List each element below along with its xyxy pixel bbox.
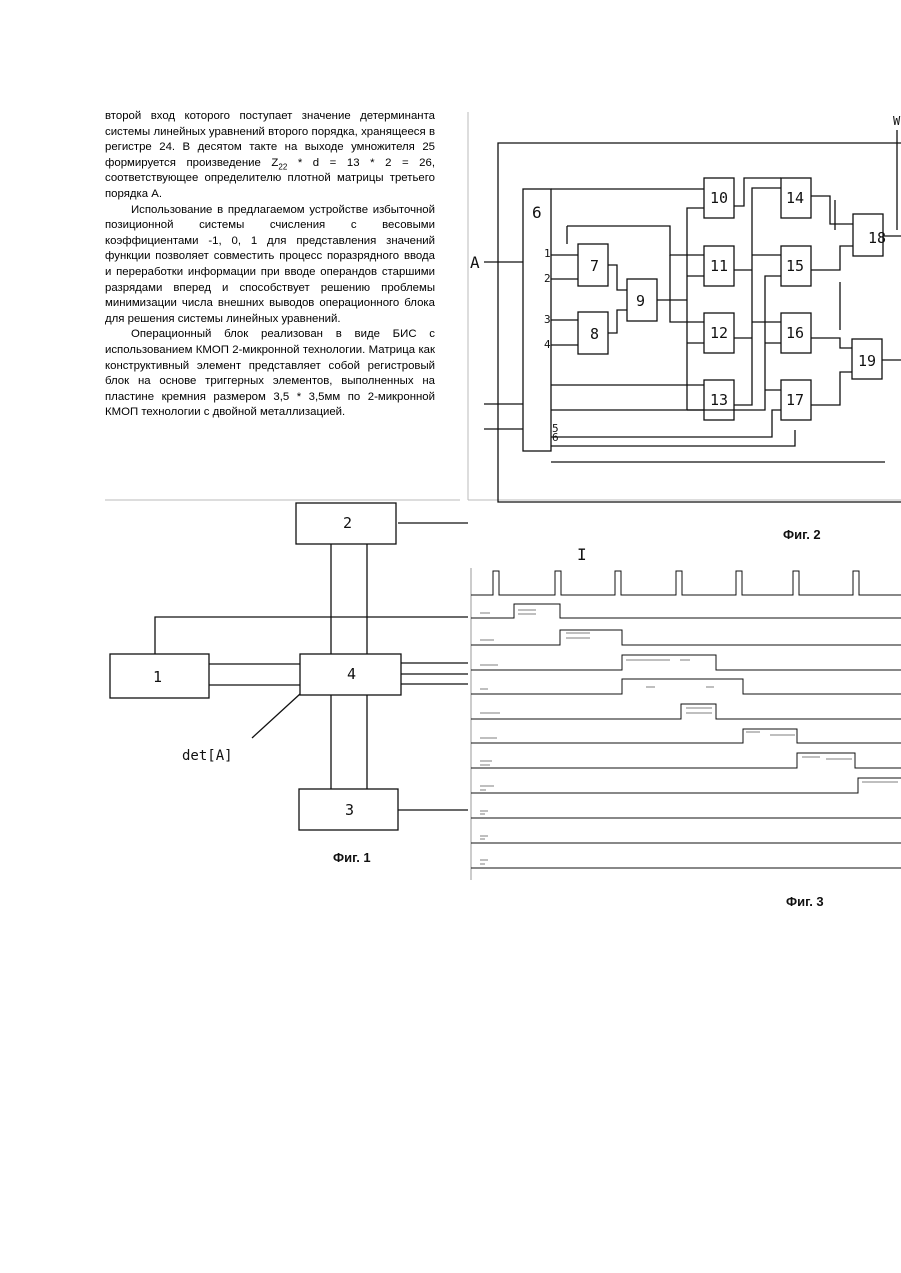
fig3-caption: Фиг. 3: [786, 894, 824, 909]
block-15-label: 15: [786, 257, 804, 275]
input-a-label: A: [470, 253, 480, 272]
reg-pin-label: 4: [544, 338, 551, 351]
block-17-label: 17: [786, 391, 804, 409]
figure-3: I: [471, 545, 901, 880]
block-2-label: 2: [343, 514, 352, 532]
reg-pin-label: 3: [544, 313, 551, 326]
block-8-label: 8: [590, 325, 599, 343]
figure-1: 2 1 4 3 det[A]: [105, 500, 468, 830]
block-6-label: 6: [532, 203, 542, 222]
output-w-label: W: [893, 114, 901, 128]
fig3-marker: I: [577, 545, 587, 564]
reg-pin-label: 2: [544, 272, 551, 285]
block-9-label: 9: [636, 292, 645, 310]
block-19-label: 19: [858, 352, 876, 370]
block-3-label: 3: [345, 801, 354, 819]
block-4-label: 4: [347, 665, 356, 683]
figure-2: 6 1 2 3 4 5 6 A W 7 8 9 10 11 12 13 14: [468, 112, 901, 502]
block-7-label: 7: [590, 257, 599, 275]
block-16-label: 16: [786, 324, 804, 342]
block-1-label: 1: [153, 668, 162, 686]
det-label: det[A]: [182, 748, 233, 764]
block-11-label: 11: [710, 257, 728, 275]
block-10-label: 10: [710, 189, 728, 207]
block-12-label: 12: [710, 324, 728, 342]
block-18-label: 18: [868, 229, 886, 247]
block-13-label: 13: [710, 391, 728, 409]
fig2-caption: Фиг. 2: [783, 527, 821, 542]
block-14-label: 14: [786, 189, 804, 207]
fig1-caption: Фиг. 1: [333, 850, 371, 865]
reg-pin-label: 1: [544, 247, 551, 260]
